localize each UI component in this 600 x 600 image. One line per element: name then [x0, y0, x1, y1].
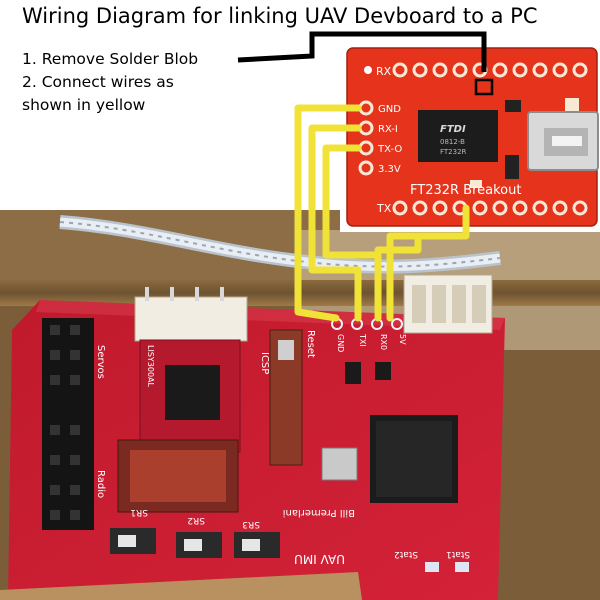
wood-rail	[0, 572, 362, 600]
uav-imu-label: UAV IMU	[294, 552, 345, 566]
wire-tx	[386, 204, 470, 322]
solder-blob-leader-line	[237, 31, 487, 72]
crystal	[321, 447, 358, 481]
premerlani-label: Bill Premerlani	[283, 507, 355, 518]
icsp-label: ICSP	[259, 352, 270, 374]
ftdi-breakout-board: FTDI 0812-B FT232R RX TX GND RX-I TX-O 3…	[340, 40, 600, 232]
microcontroller-chip	[370, 415, 458, 503]
white-connector	[403, 274, 493, 334]
switches	[110, 528, 280, 558]
stat1-label: Stat1	[446, 549, 470, 559]
usb-cable	[59, 215, 501, 274]
stat2-led	[425, 562, 439, 572]
yellow-wires	[294, 104, 470, 322]
ftdi-chip-label: FTDI	[440, 124, 466, 135]
ftdi-txo-label: TX-O	[377, 144, 402, 155]
radio-subboard	[117, 439, 239, 513]
servo-connector	[134, 287, 248, 342]
sr1-label: SR1	[130, 507, 148, 517]
reset-board	[269, 329, 303, 466]
sr3-label: SR3	[242, 519, 260, 529]
board-txi-label: TXI	[358, 333, 367, 347]
ftdi-tx-label: TX	[376, 202, 392, 215]
wire-extra	[374, 232, 422, 254]
step-2-line-2: shown in yellow	[22, 96, 146, 114]
wire-tx-o	[322, 144, 382, 322]
radio-label: Radio	[95, 470, 106, 498]
board-5v-label: 5V	[398, 334, 407, 345]
step-2-line-1: 2. Connect wires as	[22, 73, 174, 91]
wire-gnd	[294, 104, 362, 322]
ftdi-gnd-label: GND	[378, 104, 401, 115]
ftdi-rx-label: RX	[376, 65, 392, 78]
gyro-subboard	[139, 339, 241, 453]
capacitor	[345, 362, 361, 384]
ftdi-3v3-label: 3.3V	[378, 164, 401, 175]
ftdi-chip-sub2: FT232R	[440, 148, 467, 156]
page-title: Wiring Diagram for linking UAV Devboard …	[22, 4, 538, 28]
wire-rx-i	[308, 124, 362, 322]
ftdi-chip-sub1: 0812-B	[440, 138, 465, 146]
reset-label: Reset	[305, 330, 316, 358]
servo-radio-headers	[42, 318, 94, 530]
board-gnd-label: GND	[336, 334, 345, 352]
step-1: 1. Remove Solder Blob	[22, 50, 199, 68]
stat1-led	[455, 562, 469, 572]
ftdi-breakout-label: FT232R Breakout	[410, 183, 521, 198]
servos-label: Servos	[95, 345, 106, 379]
solder-blob-marker	[474, 78, 494, 96]
lisy-label: LISY300AL	[146, 345, 155, 388]
board-rx0-label: RX0	[379, 334, 388, 350]
stat2-label: Stat2	[394, 549, 418, 559]
sr2-label: SR2	[187, 515, 205, 525]
ftdi-rxi-label: RX-I	[378, 124, 398, 135]
transistor	[375, 362, 391, 380]
